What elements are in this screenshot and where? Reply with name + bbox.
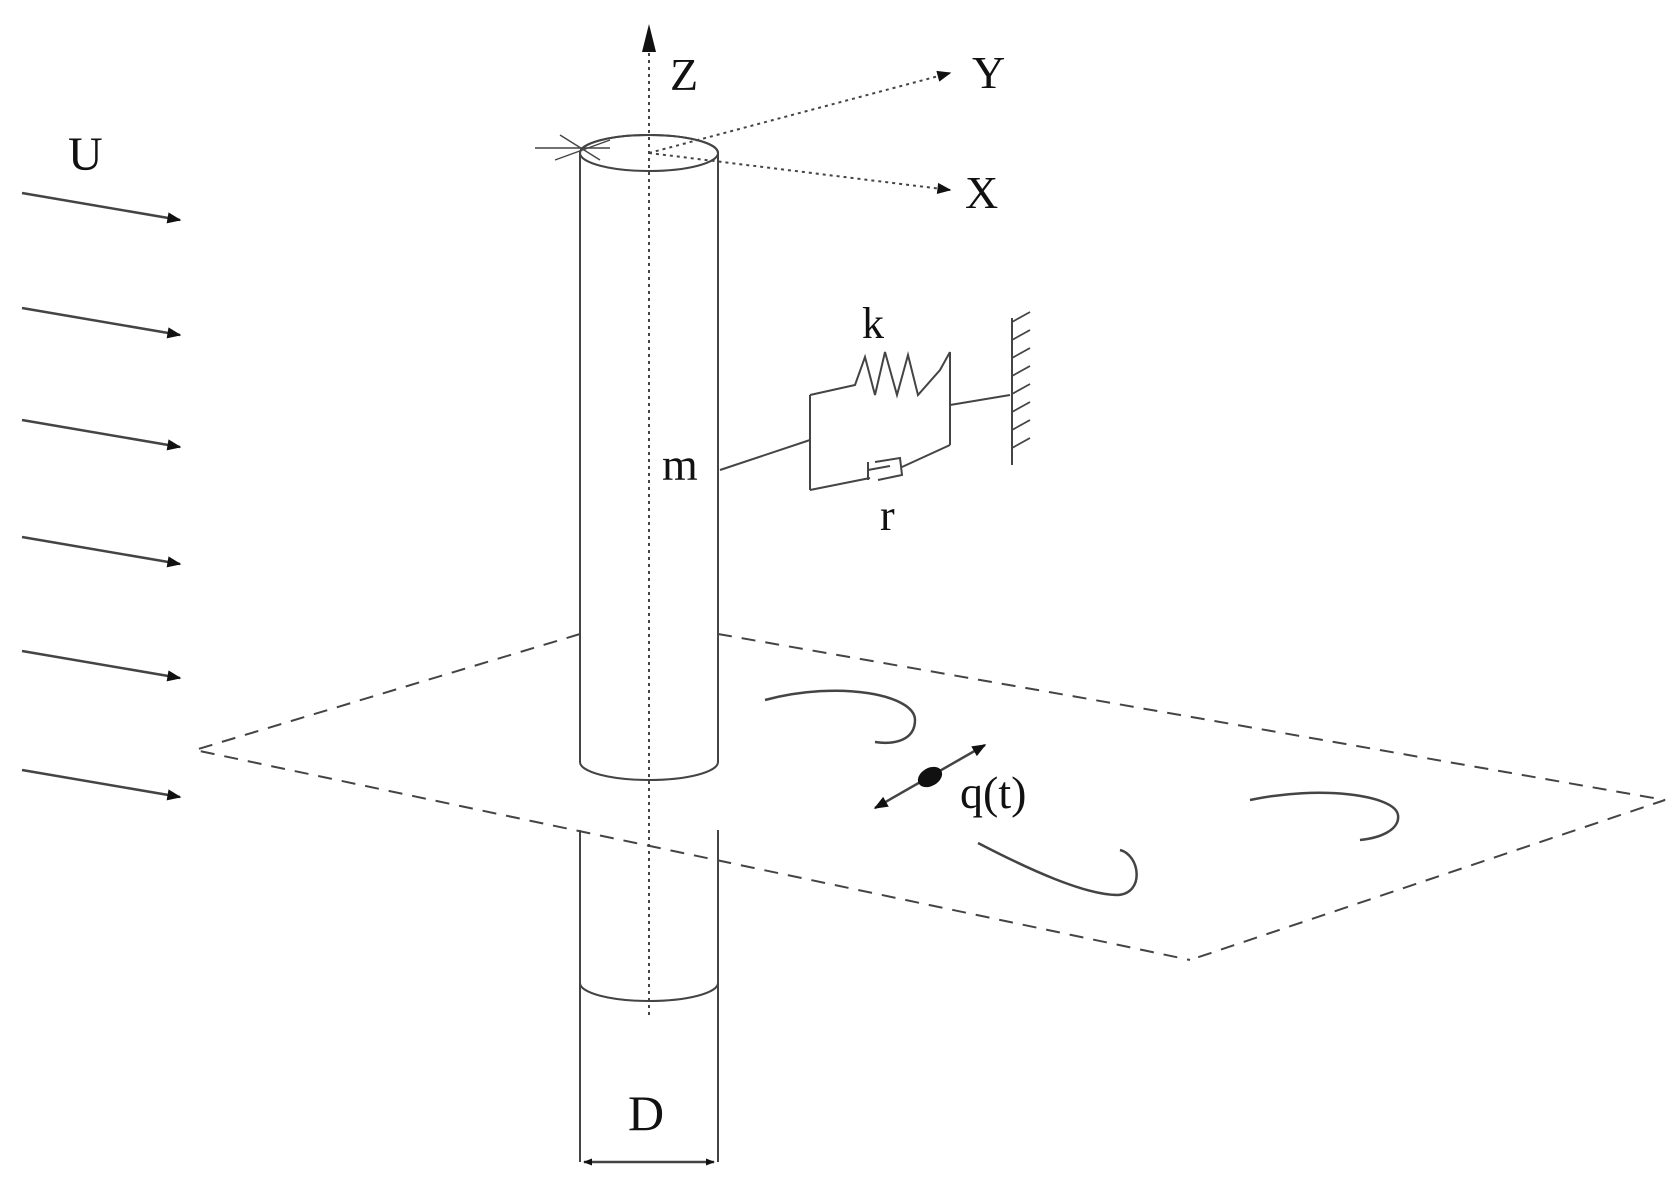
x-axis bbox=[648, 152, 952, 195]
z-axis-label: Z bbox=[670, 49, 698, 100]
vortex bbox=[1249, 791, 1400, 842]
wake-oscillator-dot bbox=[917, 766, 943, 788]
damper-dashpot bbox=[809, 477, 871, 491]
spring-zigzag bbox=[809, 351, 951, 399]
flow-arrow bbox=[21, 768, 182, 801]
vortex bbox=[977, 841, 1138, 897]
flow-arrow bbox=[21, 649, 182, 682]
ground-hatching bbox=[1011, 311, 1031, 449]
wake-vortices bbox=[764, 689, 1400, 897]
stiffness-label: k bbox=[862, 299, 884, 348]
flow-arrow bbox=[21, 535, 182, 568]
coordinate-axes bbox=[642, 24, 952, 1015]
wake-variable-label: q(t) bbox=[960, 767, 1026, 818]
wake-oscillator bbox=[873, 743, 987, 810]
top-crosshair bbox=[535, 134, 611, 161]
damping-label: r bbox=[880, 491, 895, 540]
spring-damper-support bbox=[719, 311, 1031, 491]
flow-arrows bbox=[21, 191, 182, 801]
flow-velocity-label: U bbox=[68, 128, 103, 181]
cylinder bbox=[579, 134, 719, 1162]
support-rod bbox=[719, 439, 811, 471]
y-axis bbox=[648, 70, 952, 154]
diameter-label: D bbox=[628, 1085, 664, 1141]
flow-arrow bbox=[21, 306, 182, 339]
vortex bbox=[764, 689, 917, 744]
y-axis-label: Y bbox=[972, 47, 1005, 98]
cylinder-top-face bbox=[579, 134, 719, 172]
flow-plane bbox=[194, 633, 1666, 961]
mass-label: m bbox=[662, 439, 698, 490]
flow-arrow bbox=[21, 191, 182, 224]
z-axis-arrowhead bbox=[642, 24, 656, 52]
x-axis-label: X bbox=[965, 167, 998, 218]
flow-arrow bbox=[21, 418, 182, 451]
